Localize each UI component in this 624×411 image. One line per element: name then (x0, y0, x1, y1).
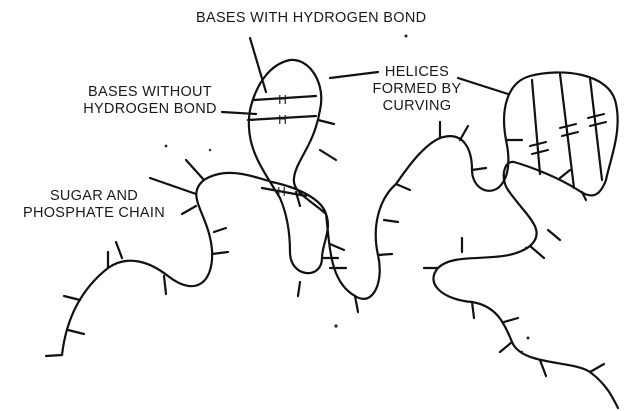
label-sugar-line-2: PHOSPHATE CHAIN (22, 205, 165, 221)
label-bases-without-line-2: HYDROGEN BOND (83, 101, 217, 117)
hydrogen-bond-mark-3: H (277, 185, 286, 199)
hydrogen-bond-mark-1: H (278, 93, 287, 107)
label-bases-with-hydrogen-bond: BASES WITH HYDROGEN BOND (196, 10, 427, 26)
label-sugar-line-1: SUGAR AND (49, 188, 139, 204)
hydrogen-bond-mark-2: H (278, 113, 287, 127)
label-bases-without-hydrogen-bond: BASES WITHOUT HYDROGEN BOND (60, 84, 240, 118)
label-helices-line-3: CURVING (382, 98, 452, 114)
label-sugar-phosphate-chain: SUGAR AND PHOSPHATE CHAIN (4, 188, 184, 222)
label-helices-line-1: HELICES (384, 64, 450, 80)
label-helices-line-2: FORMED BY (372, 81, 462, 97)
label-helices-formed-by-curving: HELICES FORMED BY CURVING (362, 64, 472, 115)
label-bases-without-line-1: BASES WITHOUT (88, 84, 212, 100)
